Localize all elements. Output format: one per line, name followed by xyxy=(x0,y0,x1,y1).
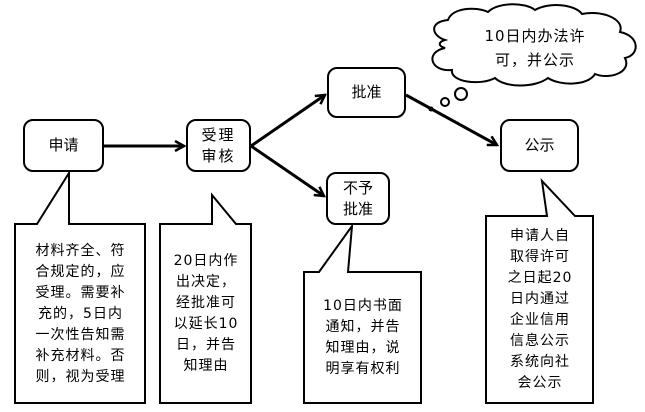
note-publicize-line: 系统向社 xyxy=(509,354,570,370)
note-apply-callout-shape xyxy=(14,169,146,404)
note-reject: 10日内书面 通知，并告 知理由，说 明享有权利 xyxy=(306,274,420,402)
note-apply-line: 补充材料。否 xyxy=(35,347,126,364)
note-publicize-line: 信息公示 xyxy=(509,333,570,349)
node-reject-label: 不予 批准 xyxy=(342,178,373,218)
note-publicize-line: 会公示 xyxy=(517,375,563,391)
note-publicize: 申请人自 取得许可 之日起20 日内通过 企业信用 信息公示 系统向社 会公示 xyxy=(488,218,592,402)
arrow-review-to-reject xyxy=(250,144,324,196)
note-publicize-line: 日内通过 xyxy=(509,291,570,307)
note-review-line: 20日内作 xyxy=(173,253,239,269)
note-apply-line: 受理。需要补 xyxy=(35,284,126,301)
note-reject-callout-shape xyxy=(303,222,422,404)
note-review-line: 知理由 xyxy=(183,358,229,374)
node-approve[interactable]: 批准 xyxy=(327,67,406,118)
note-publicize-line: 申请人自 xyxy=(509,228,570,244)
note-apply: 材料齐全、符 合规定的，应 受理。需要补 充的，5日内 一次性告知需 补充材料。… xyxy=(17,226,144,402)
note-publicize-callout-shape xyxy=(485,178,594,404)
note-review: 20日内作 出决定， 经批准可 以延长10 日，并告 知理由 xyxy=(162,226,250,402)
node-publicize[interactable]: 公示 xyxy=(500,119,579,172)
note-publicize-line: 企业信用 xyxy=(509,312,570,328)
note-review-callout-shape xyxy=(159,192,252,404)
note-apply-line: 则，视为受理 xyxy=(35,368,126,385)
note-review-line: 出决定， xyxy=(175,274,236,290)
node-review[interactable]: 受理 审核 xyxy=(186,119,251,172)
note-review-line: 日，并告 xyxy=(175,337,236,353)
note-reject-line: 知理由，说 xyxy=(325,340,401,356)
node-publicize-label: 公示 xyxy=(524,136,555,154)
note-apply-line: 充的，5日内 xyxy=(38,305,123,322)
note-publicize-line: 取得许可 xyxy=(509,249,570,265)
node-review-label: 受理 审核 xyxy=(201,125,236,165)
node-apply-label: 申请 xyxy=(48,136,79,154)
note-apply-line: 一次性告知需 xyxy=(35,326,126,343)
cloud-shape xyxy=(431,3,637,87)
note-apply-line: 合规定的，应 xyxy=(35,263,126,280)
arrow-midpoint-dot xyxy=(428,106,434,112)
note-publicize-line: 之日起20 xyxy=(507,270,573,286)
note-reject-line: 明享有权利 xyxy=(325,361,401,377)
note-reject-line: 10日内书面 xyxy=(323,298,403,314)
note-apply-line: 材料齐全、符 xyxy=(35,242,126,259)
note-review-line: 经批准可 xyxy=(175,295,236,311)
note-review-line: 以延长10 xyxy=(173,316,239,332)
node-reject[interactable]: 不予 批准 xyxy=(326,172,390,225)
arrow-approve-to-publicize xyxy=(405,93,497,147)
note-reject-line: 通知，并告 xyxy=(325,319,401,335)
node-approve-label: 批准 xyxy=(351,83,382,101)
cloud-note-line: 可，并公示 xyxy=(494,51,575,69)
cloud-bubble-small xyxy=(440,97,450,107)
node-apply[interactable]: 申请 xyxy=(23,119,104,172)
arrow-review-to-approve xyxy=(250,95,325,148)
cloud-note: 10日内办法许 可，并公示 xyxy=(455,24,615,72)
cloud-bubble-large xyxy=(454,87,468,101)
cloud-note-line: 10日内办法许 xyxy=(484,27,586,45)
